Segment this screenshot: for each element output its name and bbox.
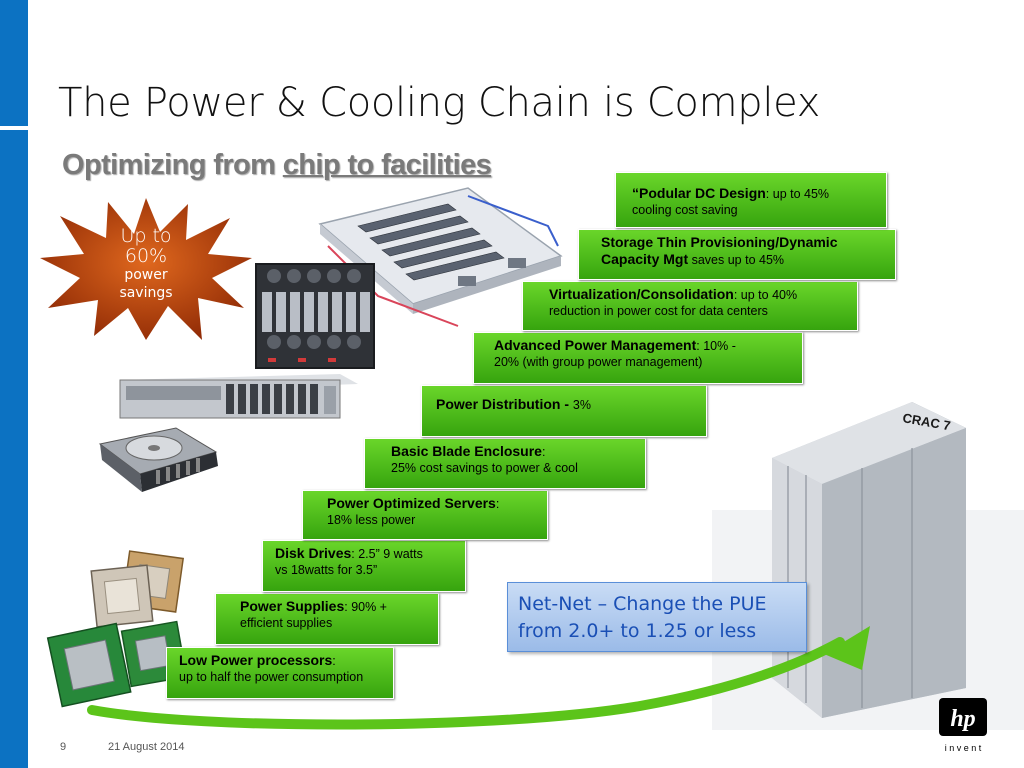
step-detail: : 2.5” 9 watts bbox=[351, 547, 423, 561]
step-storage-thin-provisioning: Storage Thin Provisioning/Dynamic Capaci… bbox=[578, 229, 896, 280]
step-podular-dc-design: “Podular DC Design: up to 45% cooling co… bbox=[615, 172, 887, 228]
step-line2: 25% cost savings to power & cool bbox=[391, 461, 578, 475]
datacenter-floor-image bbox=[318, 187, 563, 327]
slide-date: 21 August 2014 bbox=[108, 741, 185, 753]
hp-logo-icon: hp i n v e n t bbox=[939, 698, 987, 753]
net-net-summary-box: Net-Net – Change the PUE from 2.0+ to 1.… bbox=[507, 582, 807, 652]
step-title: Power Supplies bbox=[240, 598, 345, 614]
slide-number: 9 bbox=[60, 741, 67, 753]
rack-server-image bbox=[119, 374, 358, 419]
step-title: “Podular DC Design bbox=[632, 185, 766, 201]
step-title: Power Optimized Servers bbox=[327, 495, 496, 511]
disk-drive-image bbox=[98, 427, 218, 492]
step-line2: 20% (with group power management) bbox=[494, 355, 703, 369]
callout-line1: Up to bbox=[120, 225, 172, 247]
callout-line2: 60% bbox=[124, 245, 168, 267]
step-line2: up to half the power consumption bbox=[179, 670, 364, 684]
subtitle-link[interactable]: chip to facilities bbox=[282, 149, 492, 181]
step-line2: 18% less power bbox=[327, 513, 416, 527]
hp-logo-word: i n v e n t bbox=[945, 743, 982, 753]
step-power-supplies: Power Supplies: 90% + efficient supplies bbox=[215, 593, 439, 645]
step-title: Advanced Power Management bbox=[494, 337, 697, 353]
step-line2: vs 18watts for 3.5” bbox=[275, 563, 378, 577]
step-detail: : bbox=[541, 445, 546, 459]
step-title: Low Power processors bbox=[179, 652, 333, 668]
subtitle-prefix: Optimizing from bbox=[62, 149, 283, 181]
step-virtualization-consolidation: Virtualization/Consolidation: up to 40% … bbox=[522, 281, 858, 331]
left-bar-divider bbox=[0, 126, 28, 130]
step-line2: efficient supplies bbox=[240, 616, 333, 630]
net-net-line1: Net-Net – Change the PUE bbox=[518, 593, 767, 615]
callout-line3: power bbox=[124, 267, 168, 283]
step-disk-drives: Disk Drives: 2.5” 9 watts vs 18watts for… bbox=[262, 540, 466, 592]
savings-callout: Up to 60% power savings bbox=[90, 226, 202, 302]
step-advanced-power-management: Advanced Power Management: 10% - 20% (wi… bbox=[473, 332, 803, 384]
step-detail: : 10% - bbox=[696, 339, 736, 353]
step-detail: : 90% + bbox=[344, 600, 387, 614]
step-detail: : bbox=[495, 497, 500, 511]
step-detail: : up to 40% bbox=[733, 288, 798, 302]
hp-logo-mark: hp bbox=[950, 706, 975, 732]
step-title: Basic Blade Enclosure bbox=[391, 443, 542, 459]
step-low-power-processors: Low Power processors: up to half the pow… bbox=[166, 647, 394, 699]
step-detail: 3% bbox=[572, 398, 591, 412]
step-line2: reduction in power cost for data centers bbox=[549, 304, 768, 318]
step-title: Virtualization/Consolidation bbox=[549, 286, 734, 302]
net-net-line2: from 2.0+ to 1.25 or less bbox=[518, 620, 757, 642]
step-line2-title: Capacity Mgt bbox=[601, 251, 689, 267]
step-title: Power Distribution - bbox=[436, 396, 573, 412]
step-power-distribution: Power Distribution - 3% bbox=[421, 385, 707, 437]
crac-unit-image: CRAC 7 bbox=[712, 402, 1024, 730]
step-detail: : up to 45% bbox=[765, 187, 830, 201]
slide-title: The Power & Cooling Chain is Complex bbox=[58, 80, 821, 126]
callout-line4: savings bbox=[119, 285, 173, 301]
left-accent-bar bbox=[0, 0, 28, 768]
step-title: Storage Thin Provisioning/Dynamic bbox=[601, 234, 838, 250]
step-basic-blade-enclosure: Basic Blade Enclosure: 25% cost savings … bbox=[364, 438, 646, 489]
step-title: Disk Drives bbox=[275, 545, 352, 561]
blade-enclosure-image bbox=[255, 263, 375, 369]
step-line2: cooling cost saving bbox=[632, 203, 738, 217]
slide-subtitle: Optimizing from chip to facilities bbox=[62, 149, 492, 182]
step-detail: : bbox=[332, 654, 336, 668]
progress-arrow-icon bbox=[87, 626, 870, 730]
savings-starburst-icon bbox=[40, 198, 252, 340]
step-line2: saves up to 45% bbox=[688, 253, 785, 267]
processor-chips-image bbox=[46, 550, 188, 708]
step-power-optimized-servers: Power Optimized Servers: 18% less power bbox=[302, 490, 548, 540]
